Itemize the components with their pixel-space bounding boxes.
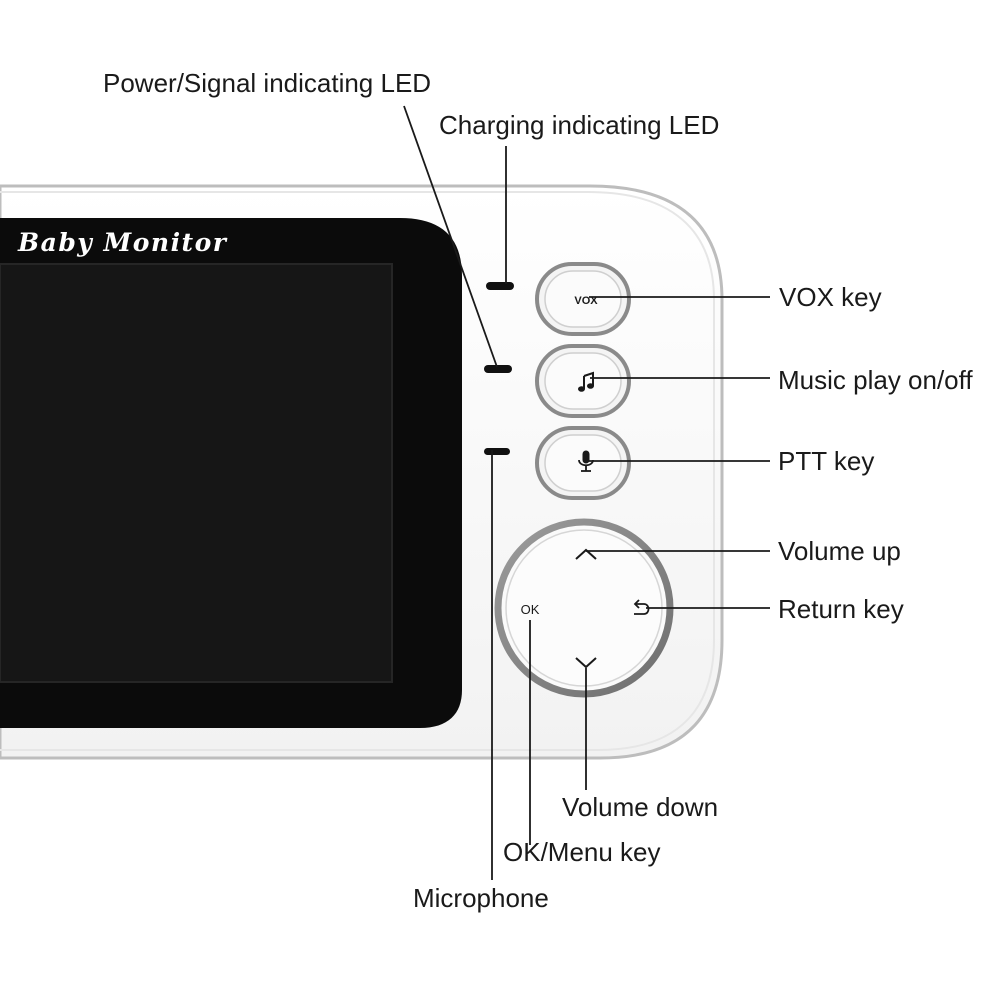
callout-return-key: Return key [778,594,904,624]
music-button[interactable] [535,344,631,418]
power-led [484,365,512,373]
brand-text: Baby Monitor [17,228,228,257]
line-power-led [403,105,498,368]
charging-led [486,282,514,290]
vox-button-label: VOX [574,295,598,307]
callout-ok-menu: OK/Menu key [503,837,661,867]
microphone-icon [578,450,594,472]
display-screen [0,263,393,683]
callout-microphone: Microphone [413,883,549,913]
vox-button[interactable] [535,262,631,336]
callout-vox-key: VOX key [779,282,882,312]
navigation-dial[interactable] [494,518,674,698]
music-note-icon [578,371,594,392]
callout-volume-up: Volume up [778,536,901,566]
callout-power-led: Power/Signal indicating LED [103,68,432,98]
callout-ptt-key: PTT key [778,446,875,476]
callout-volume-down: Volume down [562,792,719,822]
ok-button-label[interactable]: OK [521,602,540,617]
microphone-hole [484,448,510,455]
return-arrow-icon[interactable] [633,599,650,615]
callout-lines [403,105,770,880]
chevron-up-icon[interactable] [575,548,597,560]
ptt-button[interactable] [535,426,631,500]
callout-music-play: Music play on/off [778,365,973,395]
chevron-down-icon[interactable] [575,657,597,669]
callout-charging-led: Charging indicating LED [439,110,720,140]
